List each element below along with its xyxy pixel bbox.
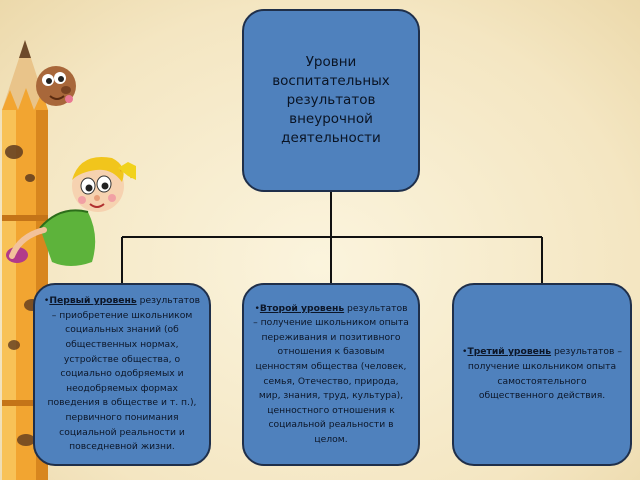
blonde-kid-icon — [9, 156, 136, 266]
level-2-heading: Второй уровень — [259, 302, 345, 314]
level-1-box: •Первый уровень результатов – приобретен… — [33, 283, 211, 466]
level-3-box: •Третий уровень результатов – получение … — [452, 283, 632, 466]
level-1-heading: Первый уровень — [49, 295, 137, 307]
level-1-content: •Первый уровень результатов – приобретен… — [43, 295, 201, 453]
level-2-content: •Второй уровень результатов – получение … — [253, 302, 409, 445]
brown-kid-icon — [36, 66, 76, 106]
level-3-heading: Третий уровень — [467, 346, 552, 358]
root-box: Уровни воспитательных результатов внеуро… — [242, 9, 420, 192]
level-3-text: результатов – получение школьником опыта… — [467, 346, 622, 402]
level-2-text: результатов – получение школьником опыта… — [253, 302, 409, 445]
root-title: Уровни воспитательных результатов внеуро… — [272, 54, 390, 146]
level-2-box: •Второй уровень результатов – получение … — [242, 283, 420, 466]
level-3-content: •Третий уровень результатов – получение … — [462, 346, 622, 402]
level-1-text: результатов – приобретение школьником со… — [47, 295, 201, 453]
